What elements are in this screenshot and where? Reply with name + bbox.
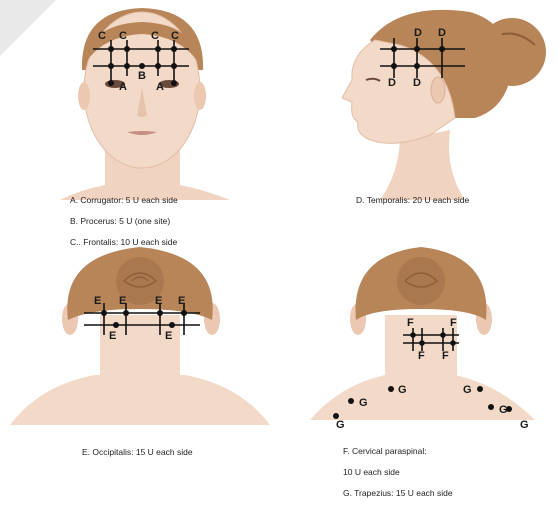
caption-line: B. Procerus: 5 U (one site) [70, 216, 178, 227]
label-d: D [388, 77, 396, 89]
label-g: G [463, 384, 472, 396]
injection-point [477, 386, 483, 392]
caption-line: D. Temporalis: 20 U each side [356, 195, 469, 206]
injection-point [181, 310, 187, 316]
label-f: F [450, 317, 457, 329]
label-c: C [98, 30, 106, 42]
injection-point [414, 46, 420, 52]
caption-line: A. Corrugator: 5 U each side [70, 195, 178, 206]
injection-point [488, 404, 494, 410]
panel-front-face: C C C C B A A A. Corrugator: 5 U each si… [0, 0, 280, 235]
injection-point [348, 398, 354, 404]
injection-point [155, 63, 161, 69]
label-e: E [109, 330, 116, 342]
label-f: F [407, 317, 414, 329]
injection-point [155, 46, 161, 52]
label-d: D [438, 27, 446, 39]
label-d: D [414, 27, 422, 39]
injection-point [108, 63, 114, 69]
injection-point [419, 340, 425, 346]
label-c: C [171, 30, 179, 42]
panel-occipitalis: E E E E E E E. Occipitalis: 15 U each si… [0, 235, 280, 472]
label-g: G [398, 384, 407, 396]
label-c: C [151, 30, 159, 42]
injection-point [169, 322, 175, 328]
caption-line: F. Cervical paraspinal: [343, 446, 453, 457]
injection-point [113, 322, 119, 328]
label-g: G [520, 419, 529, 431]
label-e: E [94, 295, 101, 307]
injection-point [450, 340, 456, 346]
injection-point [439, 46, 445, 52]
caption-side-profile: D. Temporalis: 20 U each side [356, 184, 469, 216]
label-d: D [413, 77, 421, 89]
injection-point [139, 63, 145, 69]
label-e: E [119, 295, 126, 307]
label-a: A [156, 81, 164, 93]
injection-point [124, 46, 130, 52]
injection-point [391, 63, 397, 69]
injection-point [123, 310, 129, 316]
panel-side-profile: D D D D D. Temporalis: 20 U each side [280, 0, 559, 235]
injection-point [391, 46, 397, 52]
label-f: F [418, 350, 425, 362]
caption-occipitalis: E. Occipitalis: 15 U each side [82, 436, 193, 468]
label-b: B [138, 70, 146, 82]
injection-point [157, 310, 163, 316]
injection-point [124, 63, 130, 69]
label-g: G [336, 419, 345, 431]
injection-point [410, 332, 416, 338]
injection-point [171, 46, 177, 52]
panel-neck-trapezius: F F F F G G G G G G F. Cervical paraspin… [280, 235, 559, 472]
caption-line: G. Trapezius: 15 U each side [343, 488, 453, 499]
label-e: E [155, 295, 162, 307]
injection-point [108, 46, 114, 52]
caption-line: E. Occipitalis: 15 U each side [82, 447, 193, 458]
label-e: E [165, 330, 172, 342]
injection-point [388, 386, 394, 392]
injection-point [171, 80, 177, 86]
label-c: C [119, 30, 127, 42]
injection-point [101, 310, 107, 316]
injection-point [440, 332, 446, 338]
label-g: G [359, 397, 368, 409]
label-f: F [442, 350, 449, 362]
label-e: E [178, 295, 185, 307]
injection-point [414, 63, 420, 69]
label-g: G [499, 404, 508, 416]
label-a: A [119, 81, 127, 93]
injection-point [108, 80, 114, 86]
injection-point [171, 63, 177, 69]
